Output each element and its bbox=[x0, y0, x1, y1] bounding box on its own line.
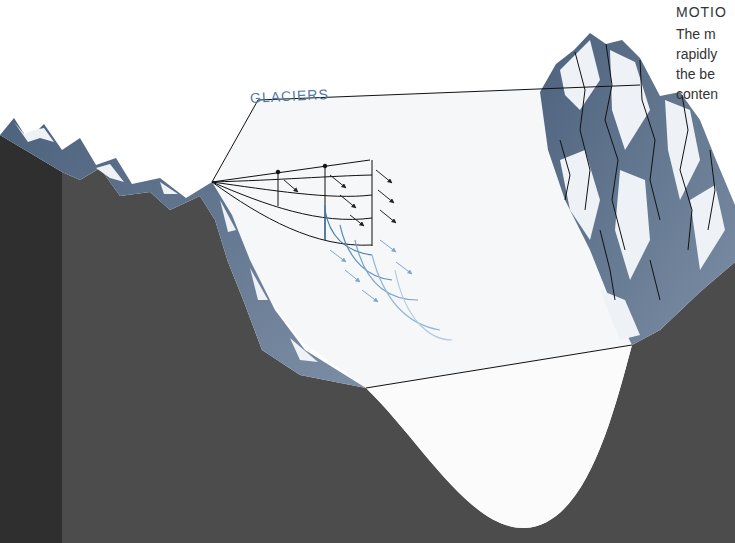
body-text: conten bbox=[676, 86, 718, 102]
label-text: the be bbox=[676, 66, 715, 82]
displaced-flow-arrows bbox=[330, 240, 412, 302]
right-mountains bbox=[540, 33, 735, 345]
block-edges bbox=[212, 85, 640, 388]
section-heading: MOTIO bbox=[676, 4, 727, 20]
label-text: rapidly bbox=[676, 46, 717, 62]
block-side-face bbox=[0, 135, 62, 543]
flow-arrows bbox=[284, 170, 396, 226]
ice-cross-section bbox=[366, 345, 632, 528]
label-text: conten bbox=[676, 86, 718, 102]
right-mountain-snow bbox=[560, 40, 725, 340]
body-text: rapidly bbox=[676, 46, 717, 62]
ridge-lines bbox=[560, 44, 715, 300]
velocity-profile-lines bbox=[212, 160, 372, 246]
left-mountain-snow bbox=[14, 122, 318, 362]
body-text: The m bbox=[676, 26, 716, 42]
body-text: the be bbox=[676, 66, 715, 82]
left-mountain bbox=[0, 118, 366, 388]
displaced-profile-lines bbox=[325, 205, 452, 340]
label-text: MOTIO bbox=[676, 4, 727, 20]
label-text: The m bbox=[676, 26, 716, 42]
